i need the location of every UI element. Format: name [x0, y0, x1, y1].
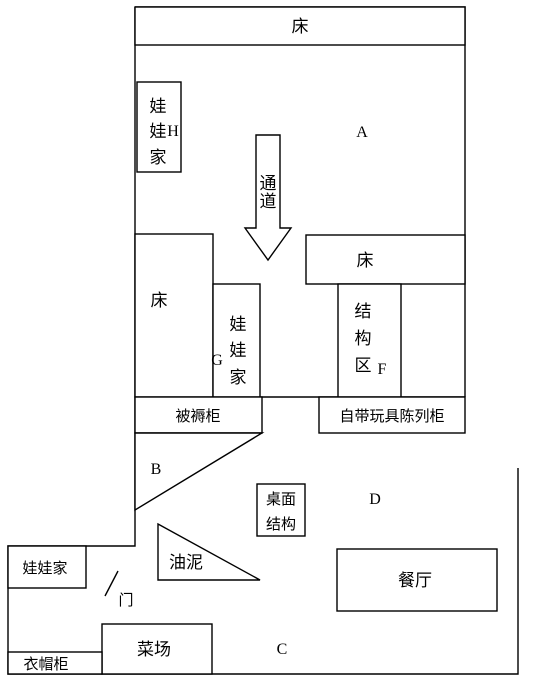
- zone-letter-g: G: [211, 352, 223, 369]
- doll-house-g-label-3: 家: [230, 368, 247, 388]
- passage-label-2: 道: [260, 192, 277, 212]
- bed-right: [305, 234, 466, 285]
- structure-area-label-3: 区: [355, 356, 372, 376]
- bed-left-label: 床: [151, 291, 168, 311]
- zone-b-triangle: [134, 432, 265, 512]
- clay-area-label: 油泥: [169, 553, 203, 573]
- tabletop-structure: [256, 483, 306, 537]
- doll-house-h-label-2: 娃: [150, 122, 167, 142]
- toy-display-cabinet: [318, 396, 466, 434]
- doll-house-h-label-1: 娃: [150, 97, 167, 117]
- bed-right-label: 床: [357, 251, 374, 271]
- tabletop-structure-label-2: 结构: [266, 515, 296, 533]
- zone-letter-f: F: [378, 361, 387, 378]
- zone-letter-b: B: [151, 461, 162, 478]
- dining-hall: [336, 548, 498, 612]
- coat-cabinet: [7, 651, 103, 675]
- vegetable-market-label: 菜场: [137, 640, 171, 660]
- passage-label-1: 通: [260, 174, 277, 194]
- door-label: 门: [118, 591, 133, 609]
- passage-arrow: [243, 134, 293, 262]
- tabletop-structure-label-1: 桌面: [266, 490, 296, 508]
- coat-cabinet-label: 衣帽柜: [23, 655, 68, 673]
- doll-house-g-label-1: 娃: [230, 315, 247, 335]
- clay-area-triangle: [157, 522, 261, 581]
- zone-letter-c: C: [277, 641, 288, 658]
- doll-house-g-label-2: 娃: [230, 341, 247, 361]
- doll-house-h-label-3: 家: [150, 148, 167, 168]
- toy-display-cabinet-label: 自带玩具陈列柜: [339, 407, 444, 425]
- door-swing-line: [104, 570, 119, 597]
- structure-area-label-1: 结: [355, 302, 372, 322]
- bed-top: [134, 6, 466, 46]
- doll-house-left: [7, 545, 87, 589]
- bedding-cabinet: [134, 396, 263, 434]
- bed-top-label: 床: [292, 17, 309, 37]
- structure-area-label-2: 构: [355, 329, 372, 349]
- bed-left: [134, 233, 214, 398]
- zone-letter-a: A: [356, 124, 368, 141]
- doll-house-g: [212, 283, 261, 398]
- zone-letter-h: H: [167, 123, 179, 140]
- doll-house-left-label: 娃娃家: [22, 559, 67, 577]
- zone-letter-d: D: [369, 491, 381, 508]
- doll-house-h: [136, 81, 182, 173]
- bedding-cabinet-label: 被褥柜: [175, 407, 220, 425]
- vegetable-market: [101, 623, 213, 675]
- dining-hall-label: 餐厅: [398, 571, 432, 591]
